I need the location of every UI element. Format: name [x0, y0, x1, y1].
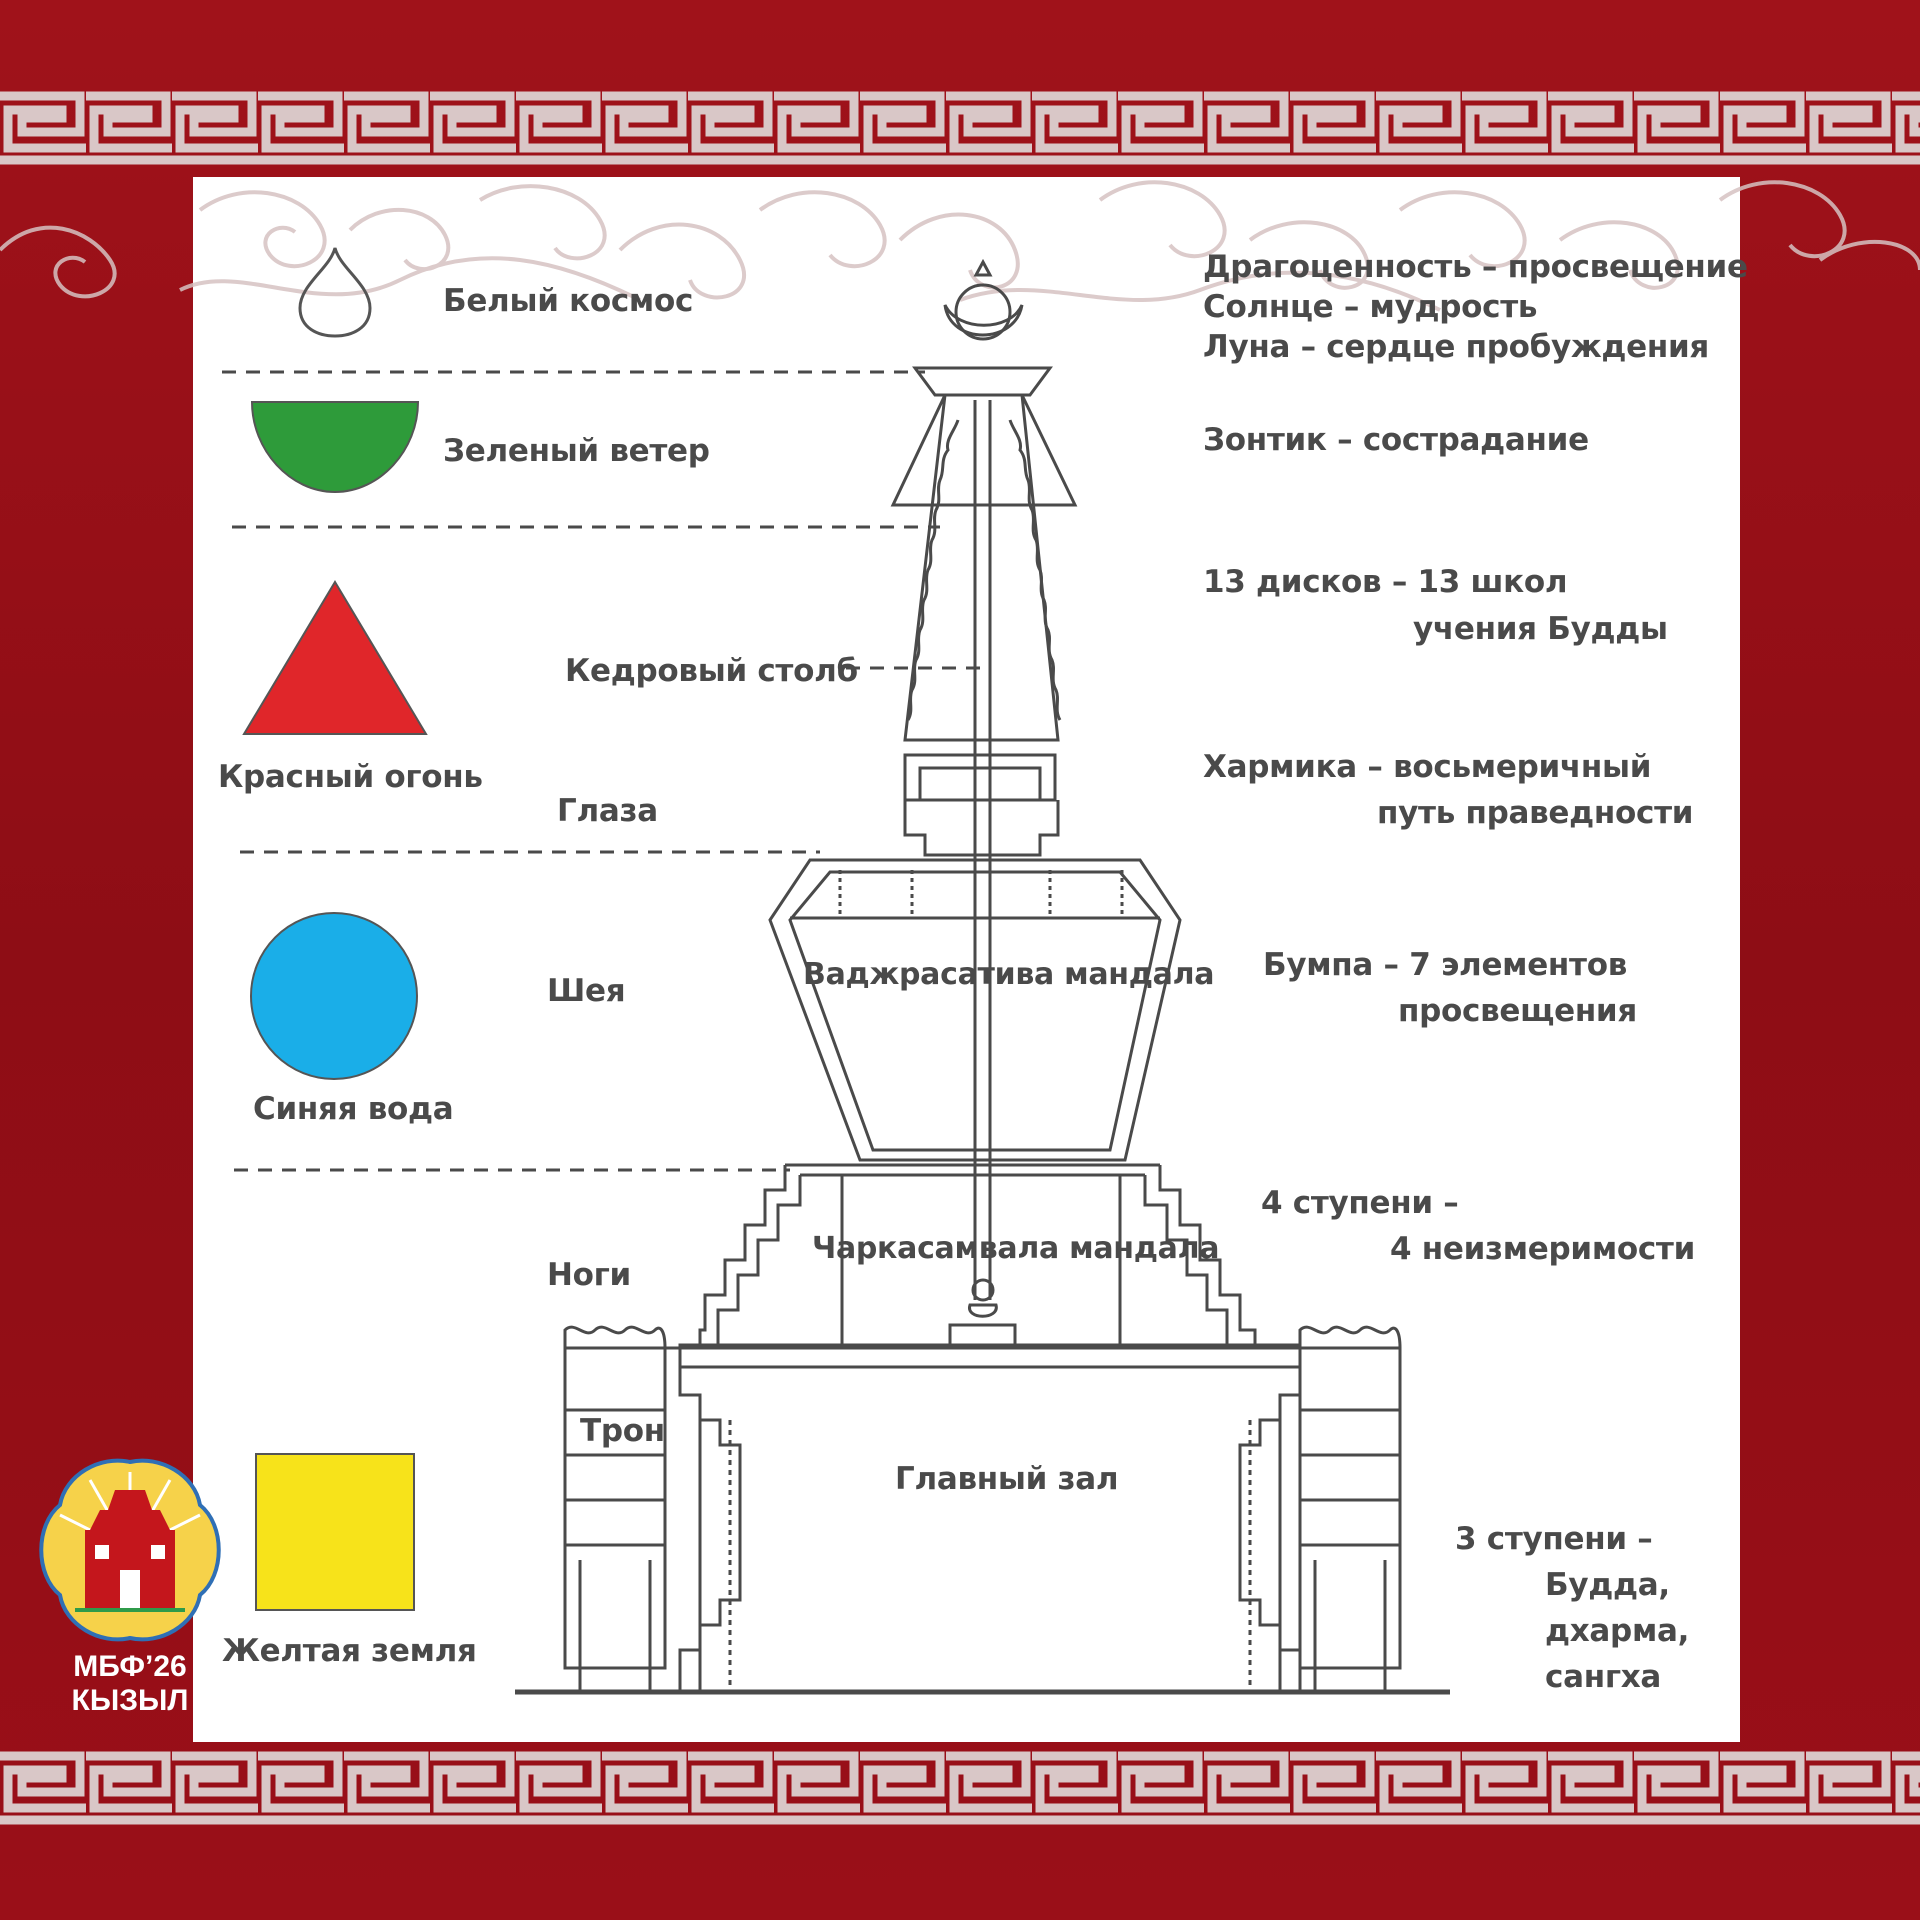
- bumpa-meaning-line2: просвещения: [1398, 993, 1637, 1029]
- throne-label: Трон: [580, 1413, 665, 1449]
- three-steps-meaning-line1: 3 ступени –: [1455, 1521, 1653, 1557]
- water-label: Синяя вода: [253, 1091, 454, 1127]
- legs-label: Ноги: [547, 1257, 631, 1293]
- fire-shape: [242, 580, 428, 735]
- bottom-meander-border: [0, 1748, 1920, 1828]
- drop-icon: [298, 247, 372, 338]
- harmika-meaning-line1: Хармика – восьмеричный: [1203, 749, 1652, 785]
- square-icon: [255, 1453, 415, 1611]
- half-circle-icon: [250, 401, 420, 494]
- moon-meaning: Луна – сердце пробуждения: [1203, 329, 1710, 365]
- umbrella-meaning: Зонтик – сострадание: [1203, 422, 1589, 458]
- discs-meaning-line1: 13 дисков – 13 школ: [1203, 564, 1568, 600]
- chakrasamvara-mandala-label: Чаркасамвала мандала: [812, 1231, 1220, 1266]
- logo-line1: МБФ’26: [73, 1650, 187, 1683]
- three-steps-meaning-line4: сангха: [1545, 1659, 1662, 1695]
- wind-shape: [250, 401, 420, 494]
- circle-icon: [250, 912, 418, 1080]
- vajrasattva-mandala-label: Ваджрасатива мандала: [803, 957, 1215, 992]
- discs-meaning-line2: учения Будды: [1413, 611, 1668, 647]
- water-shape: [250, 912, 418, 1080]
- logo-line2: КЫЗЫЛ: [71, 1684, 189, 1717]
- earth-label: Желтая земля: [222, 1633, 477, 1669]
- three-steps-meaning-line2: Будда,: [1545, 1567, 1670, 1603]
- main-hall-label: Главный зал: [895, 1461, 1119, 1497]
- bumpa-meaning-line1: Бумпа – 7 элементов: [1263, 947, 1628, 983]
- cedar-pillar-label: Кедровый столб: [565, 653, 858, 689]
- harmika-meaning-line2: путь праведности: [1377, 795, 1694, 831]
- sun-meaning: Солнце – мудрость: [1203, 289, 1538, 325]
- space-label: Белый космос: [443, 283, 694, 319]
- diagram-panel: [193, 177, 1740, 1742]
- neck-label: Шея: [547, 973, 626, 1009]
- triangle-icon: [242, 580, 428, 735]
- wind-label: Зеленый ветер: [443, 433, 710, 469]
- top-meander-border: [0, 88, 1920, 168]
- four-steps-meaning-line2: 4 неизмеримости: [1390, 1231, 1696, 1267]
- three-steps-meaning-line3: дхарма,: [1545, 1613, 1690, 1649]
- festival-logo: [39, 1458, 221, 1642]
- earth-shape: [255, 1453, 415, 1611]
- fire-label: Красный огонь: [218, 759, 483, 795]
- jewel-meaning: Драгоценность – просвещение: [1203, 249, 1748, 285]
- four-steps-meaning-line1: 4 ступени –: [1261, 1185, 1459, 1221]
- eyes-label: Глаза: [557, 793, 658, 829]
